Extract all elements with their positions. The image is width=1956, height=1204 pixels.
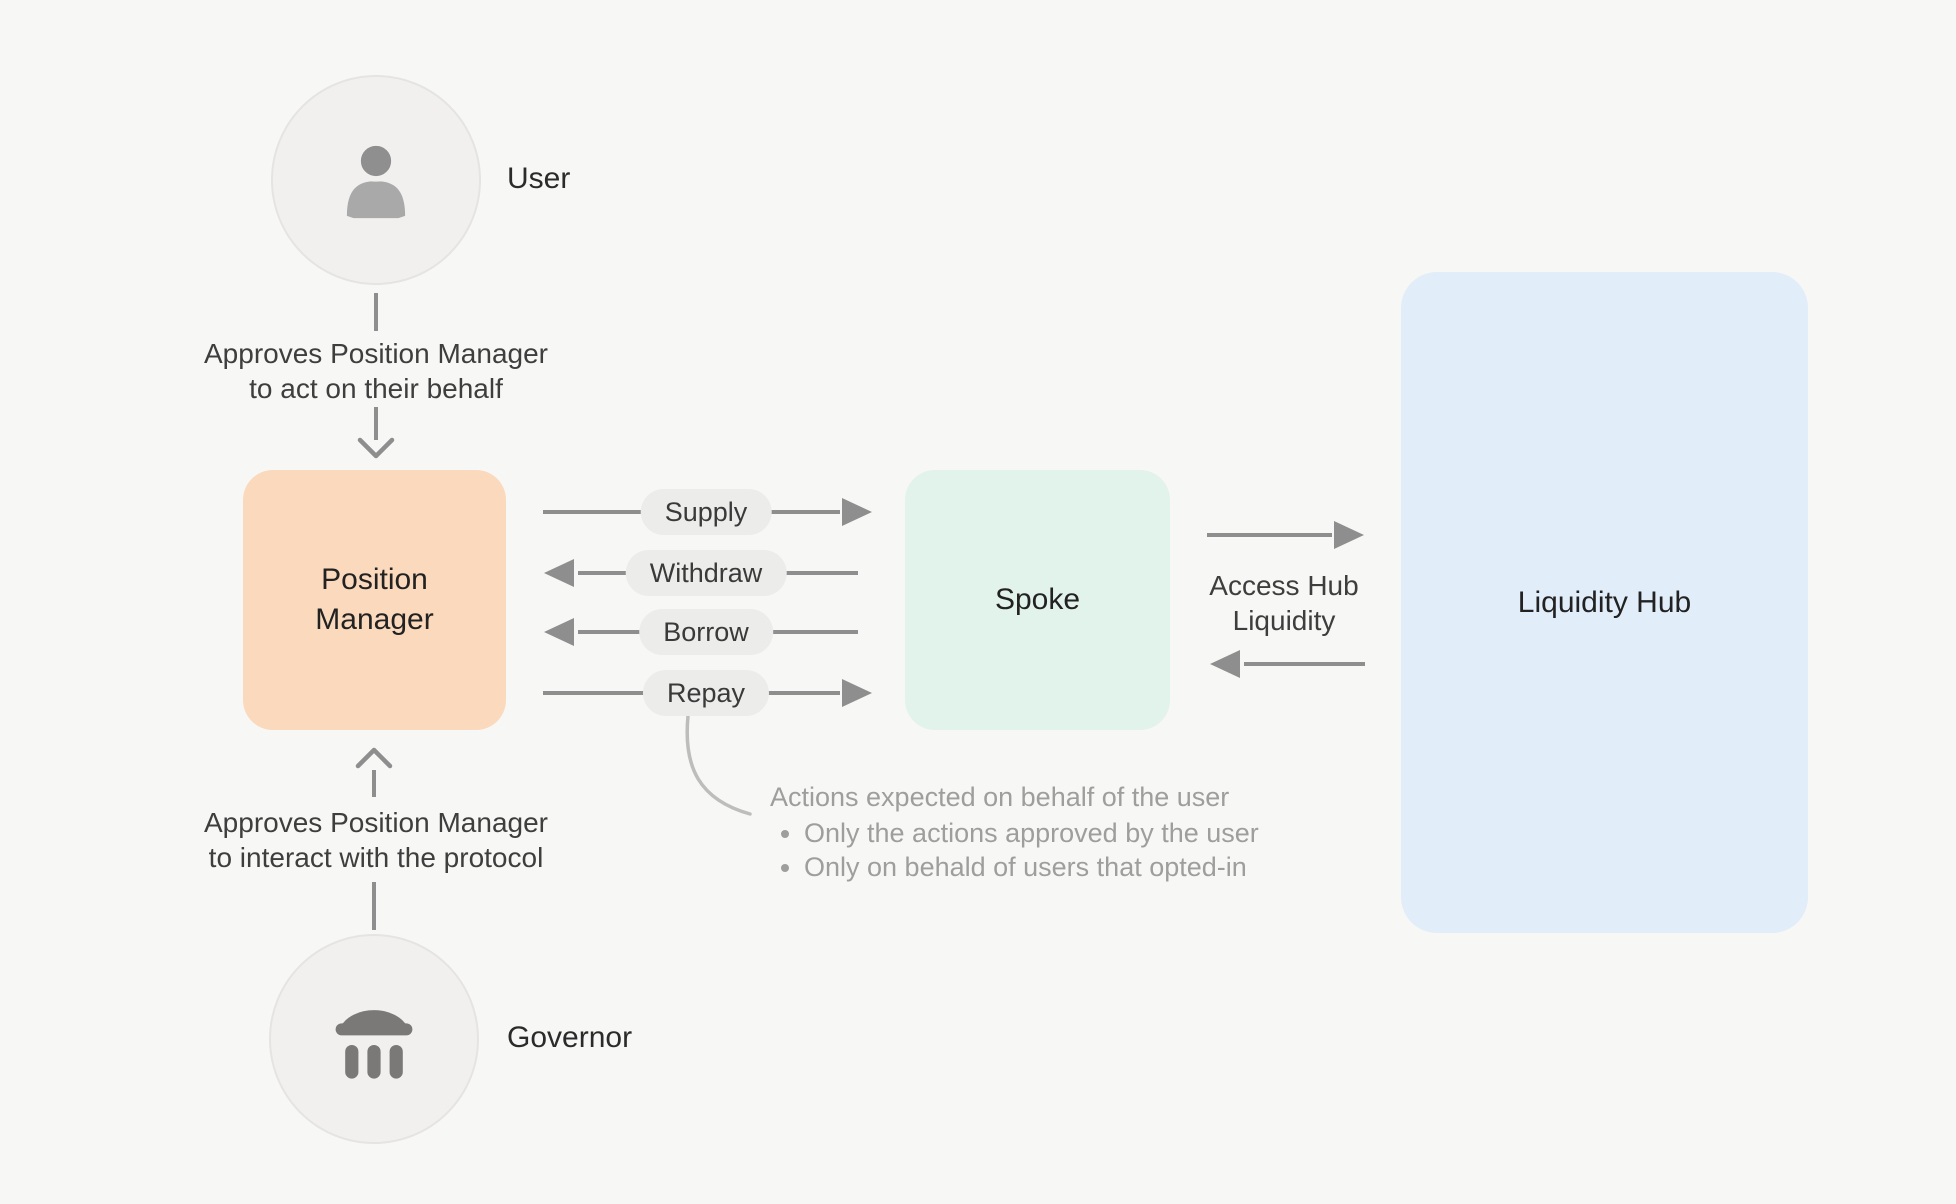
- node-position-manager: Position Manager: [243, 470, 506, 730]
- liquidity-hub-label: Liquidity Hub: [1517, 585, 1692, 619]
- person-icon: [346, 140, 406, 219]
- arrow-user-to-pm: [357, 293, 395, 459]
- edge-user-to-pm-label: Approves Position Manager to act on thei…: [204, 336, 548, 406]
- edge-governor-to-pm-label-line1: Approves Position Manager: [204, 807, 548, 838]
- annotation-title: Actions expected on behalf of the user: [770, 782, 1230, 812]
- note-connector-curve: [685, 714, 752, 816]
- edge-user-to-pm-label-line1: Approves Position Manager: [204, 338, 548, 369]
- action-pill-repay: Repay: [642, 670, 770, 716]
- annotation-bullet-list: Only the actions approved by the user On…: [770, 816, 1259, 884]
- spoke-label: Spoke: [994, 583, 1081, 616]
- node-spoke: Spoke: [905, 470, 1170, 730]
- governor-avatar: [269, 934, 479, 1144]
- action-pill-borrow: Borrow: [639, 609, 773, 655]
- user-avatar: [271, 75, 481, 285]
- governor-label: Governor: [507, 1021, 633, 1054]
- user-label: User: [507, 162, 571, 195]
- edge-governor-to-pm-label-line2: to interact with the protocol: [208, 842, 544, 873]
- bank-icon: [335, 1010, 413, 1079]
- edge-spoke-hub-label-line2: Liquidity: [1232, 605, 1336, 636]
- arrow-access-hub: [1207, 521, 1364, 549]
- arrow-governor-to-pm: [355, 747, 393, 930]
- edge-governor-to-pm-label: Approves Position Manager to interact wi…: [204, 805, 548, 875]
- edge-spoke-hub-label-line1: Access Hub: [1209, 570, 1359, 601]
- annotation-note: Actions expected on behalf of the user O…: [770, 780, 1259, 884]
- edge-user-to-pm-label-line2: to act on their behalf: [249, 373, 503, 404]
- node-liquidity-hub: Liquidity Hub: [1401, 272, 1808, 933]
- annotation-bullet: Only on behald of users that opted-in: [804, 850, 1259, 884]
- position-manager-label: Position Manager: [315, 563, 434, 636]
- action-pill-supply: Supply: [640, 489, 772, 535]
- arrow-hub-return: [1210, 650, 1365, 678]
- action-pill-withdraw: Withdraw: [625, 550, 787, 596]
- annotation-bullet: Only the actions approved by the user: [804, 816, 1259, 850]
- edge-spoke-hub-label: Access Hub Liquidity: [1209, 568, 1358, 638]
